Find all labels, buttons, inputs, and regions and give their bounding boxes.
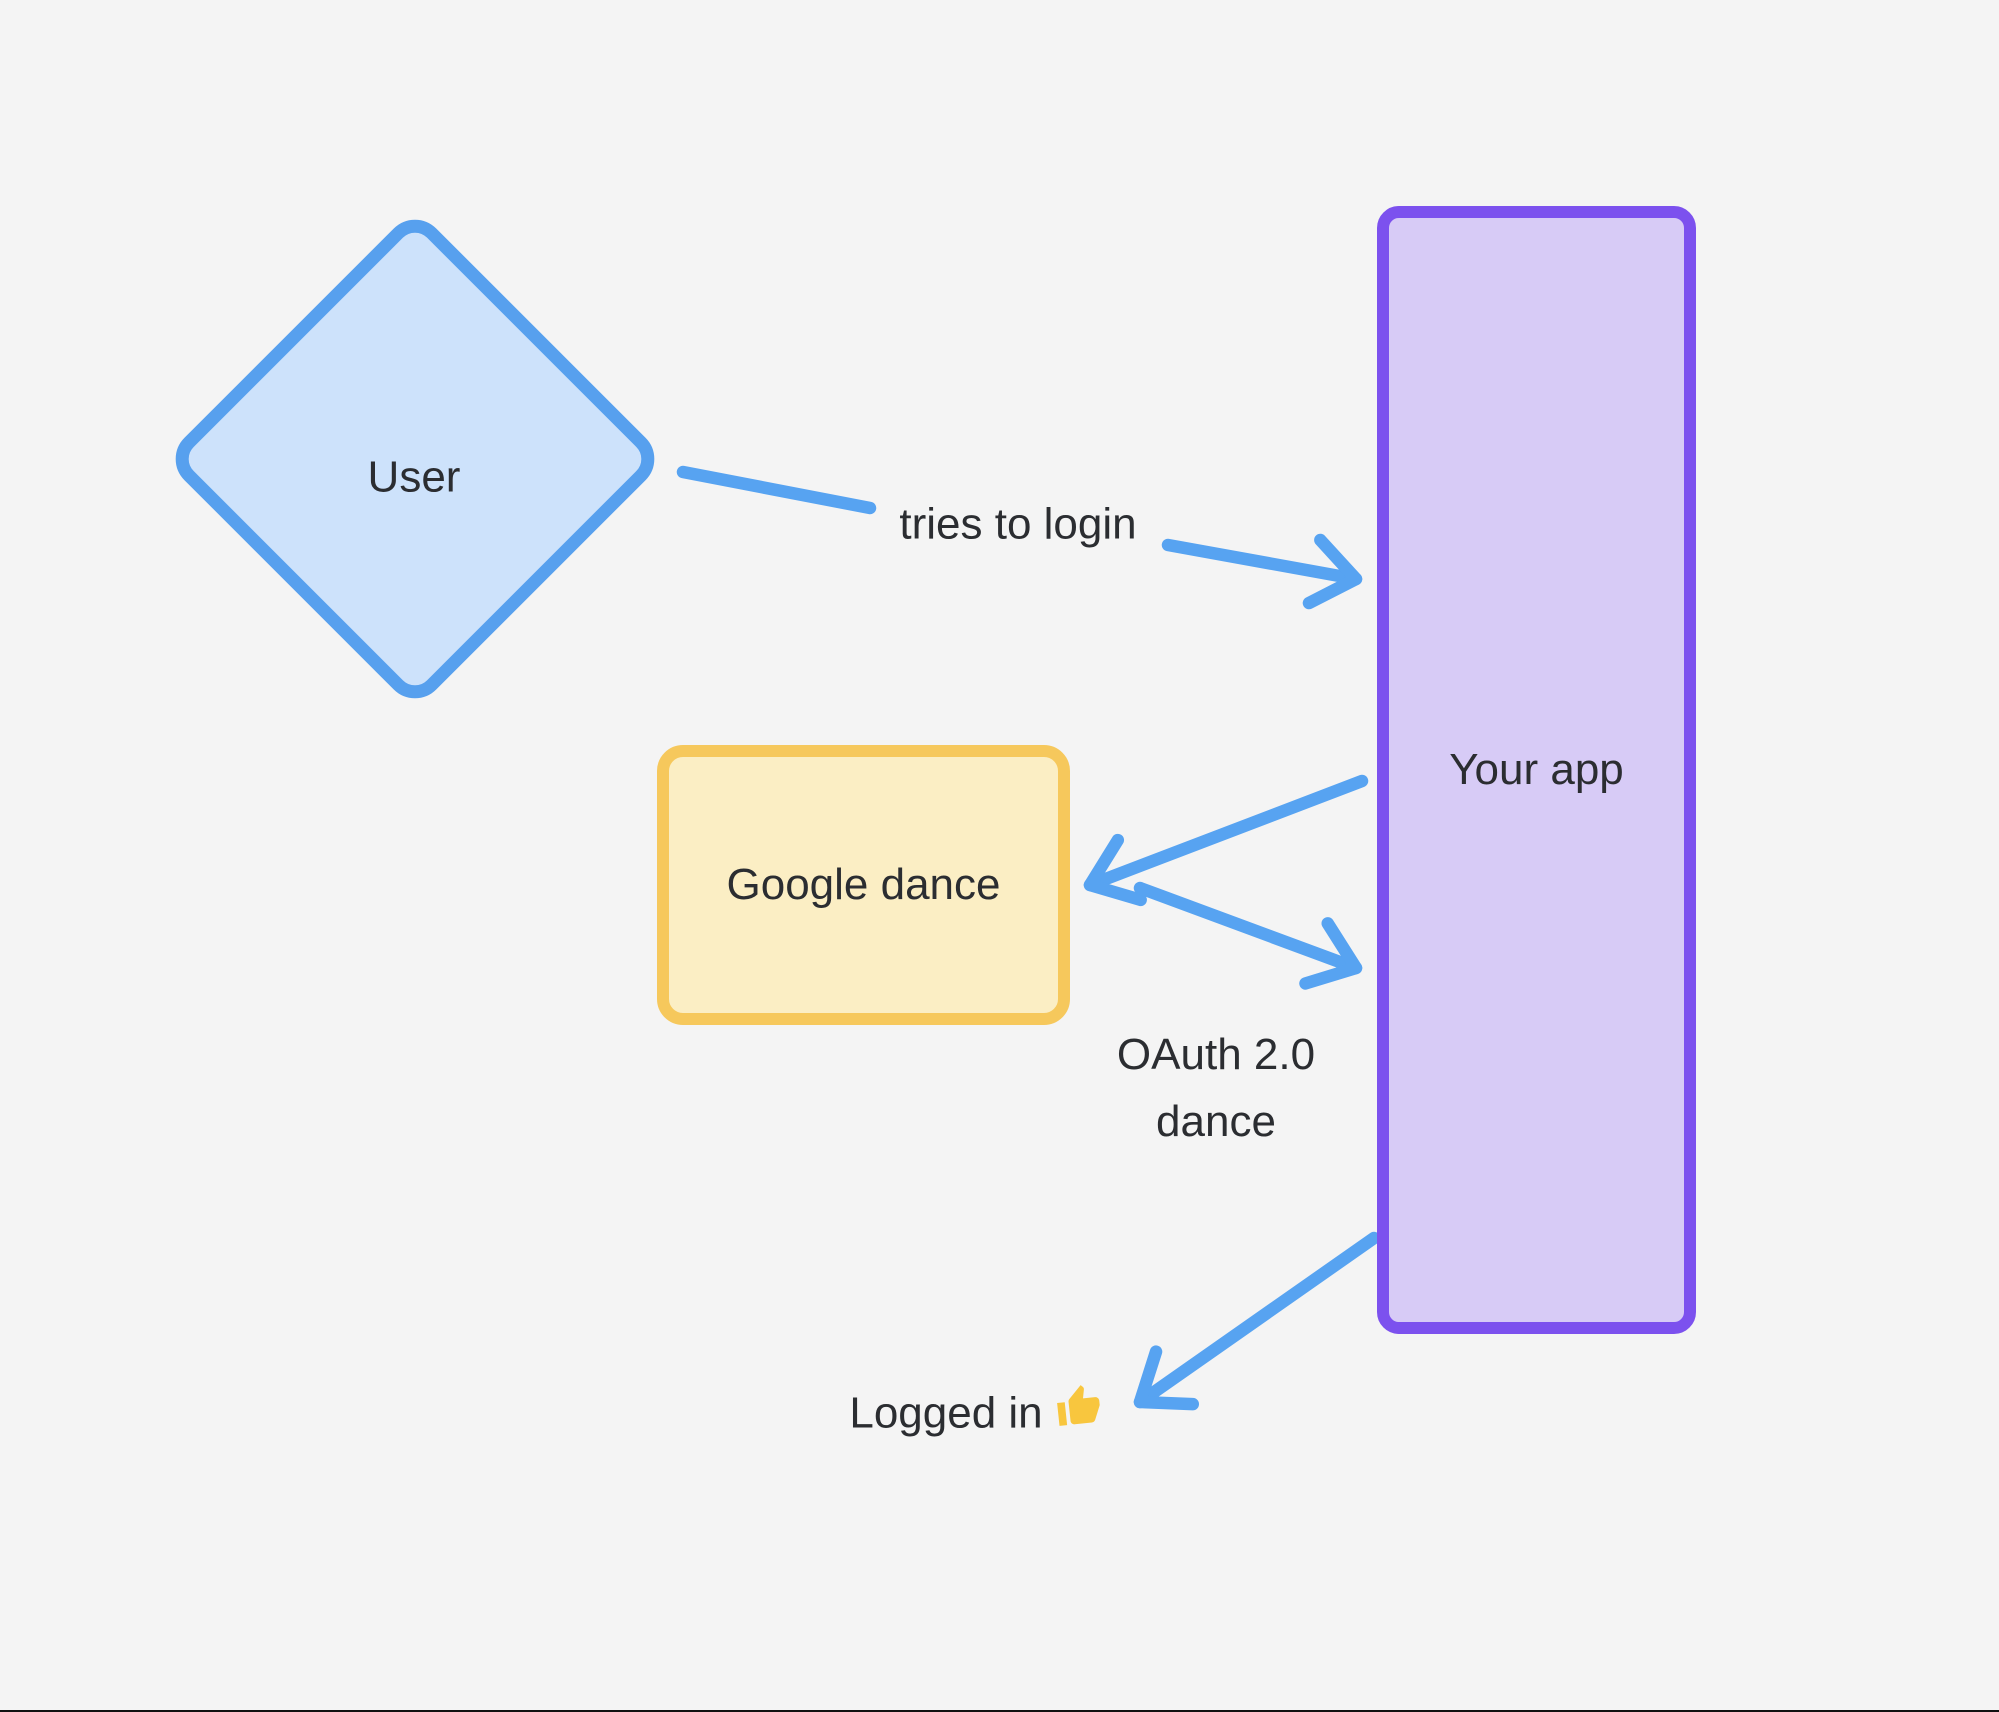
- edge-label-oauth-dance[interactable]: OAuth 2.0 dance: [1117, 1022, 1315, 1156]
- arrow-app-to-logged-in[interactable]: [1133, 1231, 1381, 1411]
- node-your-app-label: Your app: [1449, 745, 1624, 794]
- edge-label-tries-to-login[interactable]: tries to login: [899, 499, 1137, 549]
- window-bottom-edge: [0, 1710, 1999, 1712]
- arrow-user-to-app-head[interactable]: [1161, 533, 1363, 610]
- node-your-app[interactable]: Your app: [1377, 206, 1696, 1334]
- thumbs-up-icon: [1054, 1381, 1106, 1444]
- node-google-dance-label: Google dance: [726, 860, 1001, 909]
- node-google-dance[interactable]: Google dance: [657, 745, 1070, 1025]
- text-logged-in-label: Logged in: [849, 1388, 1043, 1438]
- arrow-user-to-app-tail[interactable]: [676, 465, 877, 515]
- node-user-label: User: [367, 452, 461, 502]
- edge-label-oauth-line2: dance: [1156, 1097, 1276, 1146]
- edge-label-oauth-line1: OAuth 2.0: [1116, 1030, 1316, 1080]
- arrow-google-to-app[interactable]: [1133, 881, 1363, 990]
- text-logged-in[interactable]: Logged in: [849, 1384, 1102, 1443]
- arrow-app-to-google[interactable]: [1083, 774, 1369, 907]
